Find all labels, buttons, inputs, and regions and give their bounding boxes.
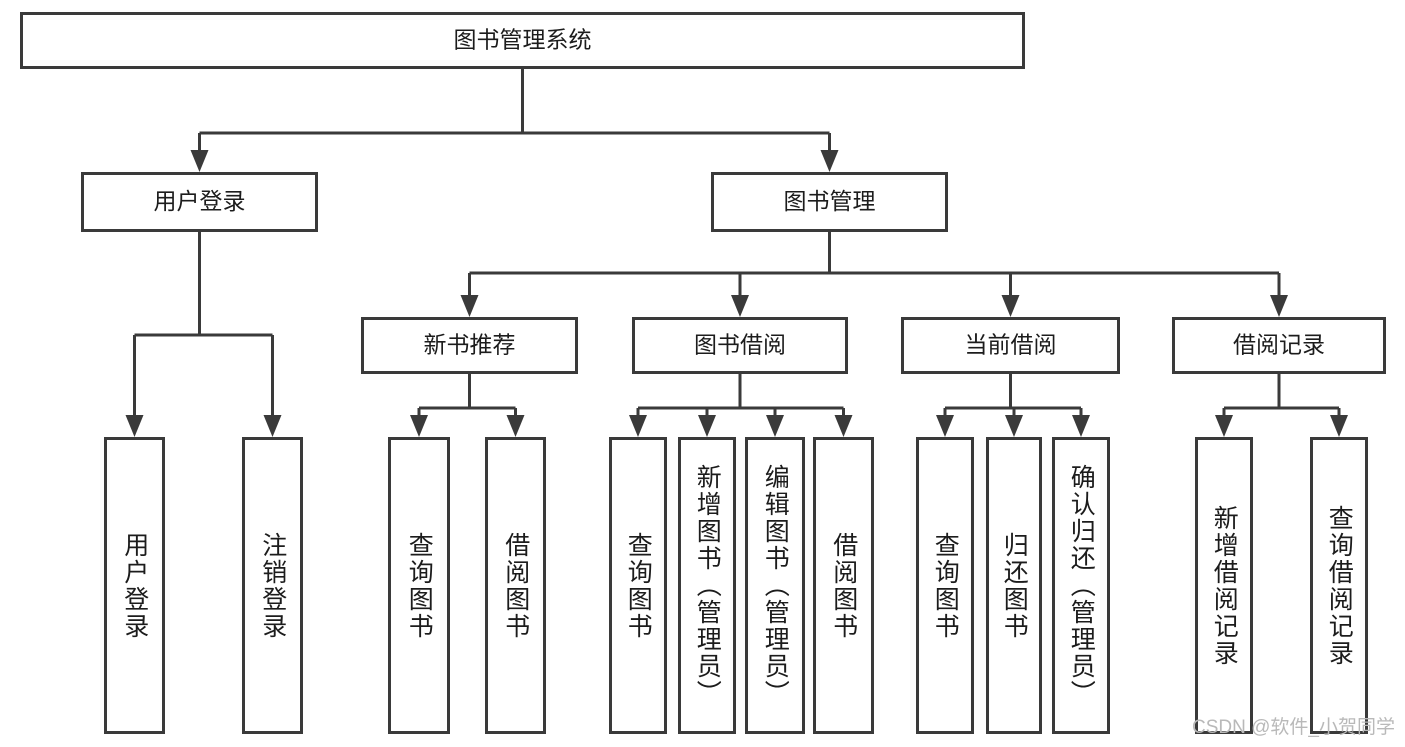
box-outline xyxy=(986,437,1042,734)
box-outline xyxy=(81,172,318,232)
box-outline xyxy=(1310,437,1368,734)
node-label: 图书借阅 xyxy=(694,332,786,358)
box-outline xyxy=(678,437,736,734)
arrow-head-bm-3 xyxy=(1270,295,1288,317)
arrow-head-user-login-0 xyxy=(125,415,144,437)
box-outline xyxy=(1052,437,1110,734)
node-level2-user-login[interactable]: 用户登录 xyxy=(81,172,318,232)
node-leaf-leaf-query-book-rec[interactable] xyxy=(388,437,450,734)
arrow-head-book-borrow-2 xyxy=(766,415,784,437)
csdn-watermark: CSDN @软件_小贺同学 xyxy=(1192,717,1395,738)
node-level3-book-borrow[interactable]: 图书借阅 xyxy=(632,317,848,374)
arrow-head-current-borrow-0 xyxy=(936,415,954,437)
node-leaf-leaf-query-record[interactable] xyxy=(1310,437,1368,734)
node-label: 图书管理 xyxy=(784,188,876,214)
node-label: 借阅记录 xyxy=(1233,332,1325,358)
node-level3-current-borrow[interactable]: 当前借阅 xyxy=(901,317,1120,374)
box-outline xyxy=(104,437,165,734)
arrow-head-bm-2 xyxy=(1001,295,1020,317)
arrow-head-new-book-rec-1 xyxy=(506,415,525,437)
box-outline xyxy=(711,172,948,232)
node-label: 图书管理系统 xyxy=(454,27,592,53)
node-leaf-leaf-confirm-return[interactable] xyxy=(1052,437,1110,734)
node-level3-new-book-rec[interactable]: 新书推荐 xyxy=(361,317,578,374)
arrow-head-current-borrow-2 xyxy=(1072,415,1090,437)
node-label: 新书推荐 xyxy=(424,332,516,358)
arrow-head-book-borrow-1 xyxy=(698,415,716,437)
box-outline xyxy=(813,437,874,734)
box-outline xyxy=(361,317,578,374)
arrow-head-book-borrow-3 xyxy=(834,415,853,437)
box-outline xyxy=(20,12,1025,69)
node-leaf-leaf-borrow-book-bb[interactable] xyxy=(813,437,874,734)
node-leaf-leaf-query-book-cb[interactable] xyxy=(916,437,974,734)
node-level2-book-manage[interactable]: 图书管理 xyxy=(711,172,948,232)
arrow-head-bm-1 xyxy=(731,295,749,317)
arrow-head-bm-0 xyxy=(460,295,479,317)
arrow-head-user-login-1 xyxy=(263,415,282,437)
box-outline xyxy=(916,437,974,734)
node-level3-borrow-record[interactable]: 借阅记录 xyxy=(1172,317,1386,374)
arrow-head-book-borrow-0 xyxy=(629,415,647,437)
node-root-root[interactable]: 图书管理系统 xyxy=(20,12,1025,69)
node-leaf-leaf-user-login[interactable] xyxy=(104,437,165,734)
arrow-head-root-0 xyxy=(190,150,209,172)
box-outline xyxy=(632,317,848,374)
box-outline xyxy=(242,437,303,734)
arrow-head-borrow-record-0 xyxy=(1215,415,1233,437)
node-leaf-leaf-add-book[interactable] xyxy=(678,437,736,734)
box-outline xyxy=(1172,317,1386,374)
box-outline xyxy=(745,437,805,734)
node-leaf-leaf-borrow-book-rec[interactable] xyxy=(485,437,546,734)
box-outline xyxy=(609,437,667,734)
node-leaf-leaf-add-record[interactable] xyxy=(1195,437,1253,734)
box-outline xyxy=(388,437,450,734)
node-leaf-leaf-return-book[interactable] xyxy=(986,437,1042,734)
edge-layer xyxy=(125,69,1348,437)
box-outline xyxy=(901,317,1120,374)
box-outline xyxy=(485,437,546,734)
node-label: 当前借阅 xyxy=(965,332,1057,358)
node-label: 用户登录 xyxy=(154,188,246,214)
box-outline xyxy=(1195,437,1253,734)
arrow-head-root-1 xyxy=(820,150,839,172)
node-leaf-leaf-logout[interactable] xyxy=(242,437,303,734)
node-leaf-leaf-edit-book[interactable] xyxy=(745,437,805,734)
arrow-head-new-book-rec-0 xyxy=(410,415,428,437)
arrow-head-borrow-record-1 xyxy=(1330,415,1348,437)
node-leaf-leaf-query-book-bb[interactable] xyxy=(609,437,667,734)
arrow-head-current-borrow-1 xyxy=(1005,415,1023,437)
